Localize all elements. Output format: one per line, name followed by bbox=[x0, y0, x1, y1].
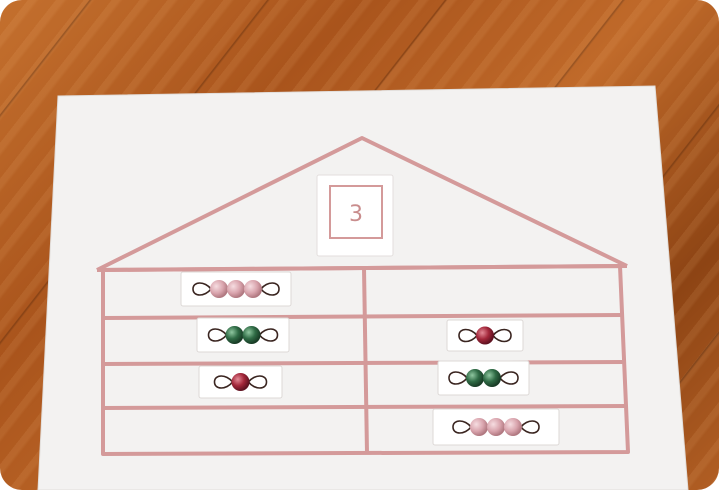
green-bead bbox=[226, 326, 244, 344]
roof-number-card: 3 bbox=[317, 175, 393, 256]
bead-card-row4-right bbox=[433, 409, 559, 445]
red-bead bbox=[476, 327, 494, 345]
bead-card-row2-left bbox=[197, 318, 289, 352]
row-line-3 bbox=[103, 406, 626, 408]
pink-bead bbox=[227, 280, 245, 298]
pink-bead bbox=[470, 418, 488, 436]
green-bead bbox=[466, 369, 484, 387]
bead-card-row1-left bbox=[181, 272, 291, 306]
bead-card-row3-left bbox=[199, 366, 282, 398]
bead-card-row2-right bbox=[447, 320, 523, 351]
pink-bead bbox=[210, 280, 228, 298]
bead-card-row3-right bbox=[438, 361, 529, 395]
green-bead bbox=[483, 369, 501, 387]
row-line-2 bbox=[103, 362, 624, 364]
pink-bead bbox=[244, 280, 262, 298]
roof-number: 3 bbox=[349, 202, 363, 227]
pink-bead bbox=[504, 418, 522, 436]
pink-bead bbox=[487, 418, 505, 436]
red-bead bbox=[232, 373, 250, 391]
green-bead bbox=[243, 326, 261, 344]
